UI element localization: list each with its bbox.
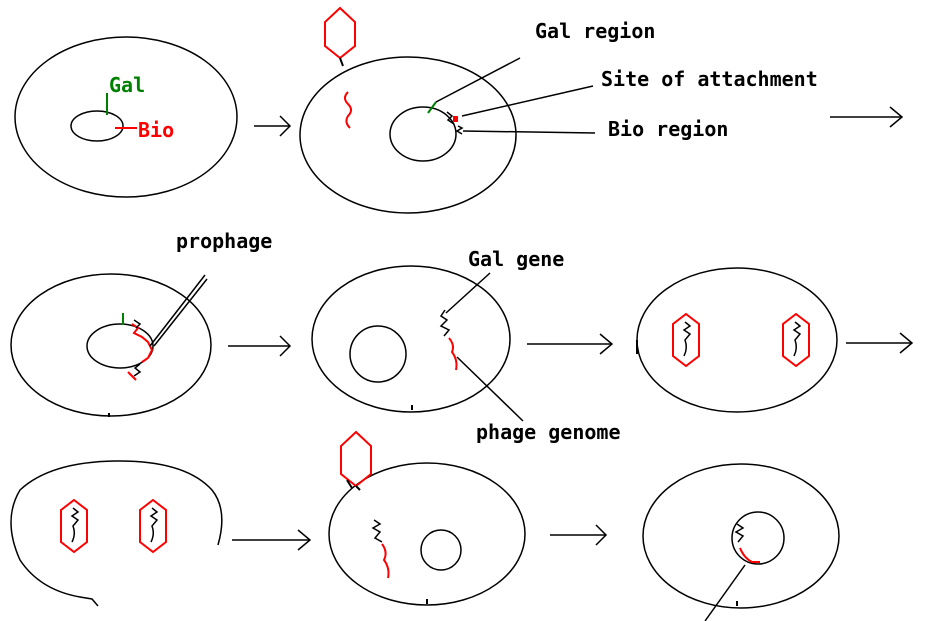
cell-wall [14,36,238,198]
phage-genome-pointer [456,356,524,422]
arrow-1 [254,115,292,137]
step-1-bacterium: Gal Bio [14,36,238,198]
arrow-3 [228,335,292,357]
prophage-boundary-squiggle [133,319,142,377]
cell-wall-notch [736,601,738,606]
cell-wall-notch [426,599,428,604]
cell-wall-notch [411,405,413,410]
step-4-excision [311,265,511,413]
step-8-recombination [642,463,840,621]
phage-tail [346,479,361,491]
phage-tail [339,57,344,67]
arrow-4 [527,333,614,355]
bacterial-chromosome [86,323,154,369]
bacterial-chromosome [349,325,407,383]
cell-wall-notch [636,340,638,354]
bio-region-squiggle [455,125,464,135]
excised-gal-gene [439,309,451,337]
bacterial-chromosome [389,106,457,162]
bio-region-label: Bio region [608,117,728,141]
released-phage-dna-right [149,507,159,543]
gal-gene-pointer [445,272,491,314]
arrow-6 [232,529,312,551]
recombinant-chromosome [731,511,785,565]
packaged-dna-right [792,321,802,357]
cell-wall [10,273,212,417]
prophage-label: prophage [176,229,272,253]
excised-phage-genome [448,337,458,371]
recipient-chromosome [420,529,462,571]
attachment-site [446,111,455,125]
integrated-gal-gene [734,523,745,543]
pointer-line [704,564,746,621]
cell-wall [636,267,838,413]
released-phage-right [139,498,167,554]
integrated-prophage [131,323,154,363]
cell-wall [299,56,517,214]
cell-wall [311,265,511,413]
packaged-dna-left [682,321,692,357]
gal-region-pointer [435,57,521,103]
gal-label: Gal [109,73,145,97]
phage-capsid [324,6,356,60]
phage-genome-label: phage genome [476,420,621,444]
step-6-cell-lysis [10,460,223,607]
released-phage-dna-left [70,507,80,543]
injected-phage-dna [344,91,352,129]
step-2-phage-infection [299,6,517,214]
site-of-attachment-label: Site of attachment [601,67,818,91]
attachment-site-pointer [461,85,594,117]
lysed-cell-wall [10,460,223,607]
step-7-transduction-infection [328,430,526,606]
step-3-prophage-integration [10,273,212,417]
injected-gal-gene [371,519,383,543]
phage-capsid-right [782,312,810,368]
prophage-pointer-2 [153,278,208,347]
gal-gene-label: Gal gene [468,247,564,271]
bacterial-chromosome [70,110,124,142]
released-phage-left [60,498,88,554]
arrow-2 [830,106,904,128]
cell-wall-notch [108,413,110,417]
bio-marker [127,371,137,381]
step-5-phage-assembly [636,267,838,413]
phage-capsid-left [672,312,700,368]
bio-region-pointer [462,130,596,134]
arrow-7 [550,524,608,546]
cell-wall [328,462,526,606]
bio-label: Bio [138,118,174,142]
gal-region-label: Gal region [535,19,655,43]
injected-phage-dna [381,543,390,579]
bio-region-marker [453,116,458,122]
arrow-5 [846,332,914,354]
prophage-pointer [149,274,206,347]
cell-wall [642,463,840,609]
gal-region-marker [427,101,437,114]
integrated-phage-dna [739,547,760,563]
phage-capsid [340,430,372,488]
